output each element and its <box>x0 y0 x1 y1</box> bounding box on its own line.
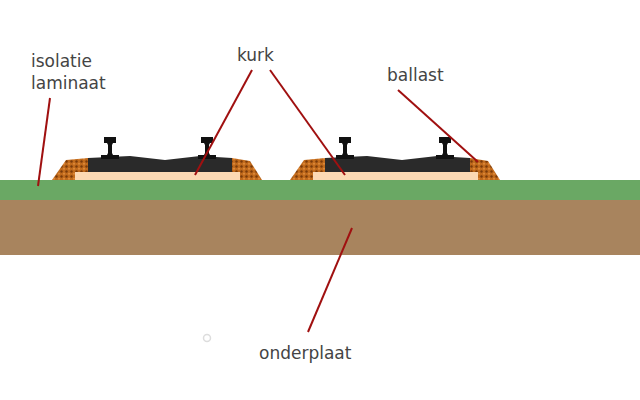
insulation-layer <box>0 180 640 200</box>
part-label: isolatie laminaat <box>31 50 115 94</box>
part-label: kurk <box>237 44 274 66</box>
leader-lines <box>38 70 478 332</box>
part-label: onderplaat <box>259 342 351 364</box>
marker-dot <box>204 335 211 342</box>
part-label: ballast <box>387 64 444 86</box>
base-plate <box>0 200 640 255</box>
left-track <box>52 137 262 180</box>
